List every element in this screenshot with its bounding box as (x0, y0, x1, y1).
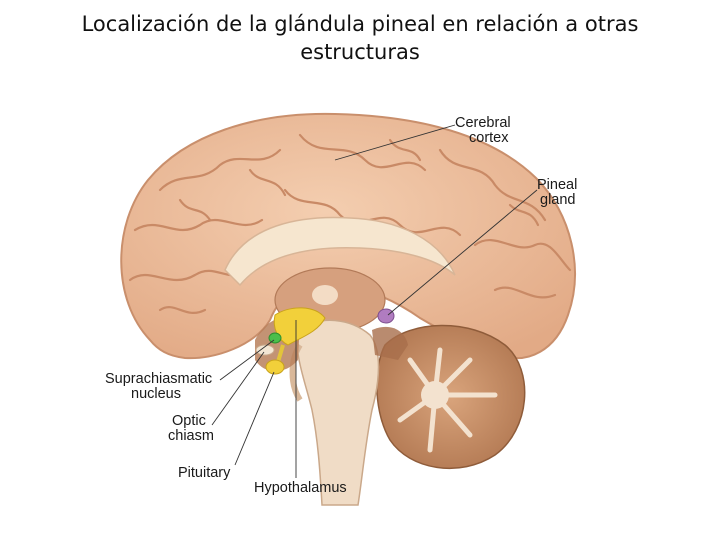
label-suprachiasmatic-line-2: nucleus (131, 386, 181, 402)
corpus-callosum (224, 216, 456, 287)
leader-lines (211, 124, 538, 478)
slide-title: Localización de la glándula pineal en re… (60, 10, 660, 66)
label-pineal-gland: Pineal gland (537, 178, 577, 208)
leader-cerebral-cortex (334, 124, 456, 161)
interthalamic-adhesion (312, 285, 338, 305)
label-pineal-gland-line-1: Pineal (537, 177, 578, 193)
leader-pineal-gland (387, 189, 538, 316)
pituitary-stalk (276, 344, 285, 363)
label-suprachiasmatic-line-1: Suprachiasmatic (105, 371, 213, 387)
suprachiasmatic-nucleus (268, 332, 282, 344)
brainstem (296, 319, 380, 506)
cortex-gyri (128, 133, 572, 314)
slide-title-line-2: estructuras (300, 40, 420, 64)
tegmentum-shade (372, 326, 408, 360)
label-optic-chiasm-line-2: chiasm (168, 428, 214, 444)
pituitary-gland (265, 359, 285, 375)
label-pituitary: Pituitary (178, 465, 231, 481)
label-optic-chiasm-line-1: Optic (172, 413, 206, 429)
leader-optic-chiasm (211, 351, 265, 426)
leader-pituitary (234, 371, 275, 466)
label-optic-chiasm: Optic chiasm (168, 414, 214, 444)
label-cerebral-cortex-line-2: cortex (469, 130, 509, 146)
slide-title-line-1: Localización de la glándula pineal en re… (81, 12, 639, 36)
label-suprachiasmatic-nucleus: Suprachiasmatic nucleus (105, 372, 212, 402)
label-cerebral-cortex: Cerebral cortex (455, 116, 511, 146)
pineal-gland (377, 308, 395, 324)
label-hypothalamus: Hypothalamus (254, 480, 347, 496)
label-pineal-gland-line-2: gland (540, 192, 576, 208)
leader-suprachiasmatic (219, 339, 275, 381)
label-cerebral-cortex-line-1: Cerebral (455, 115, 511, 131)
optic-chiasm (255, 344, 275, 356)
